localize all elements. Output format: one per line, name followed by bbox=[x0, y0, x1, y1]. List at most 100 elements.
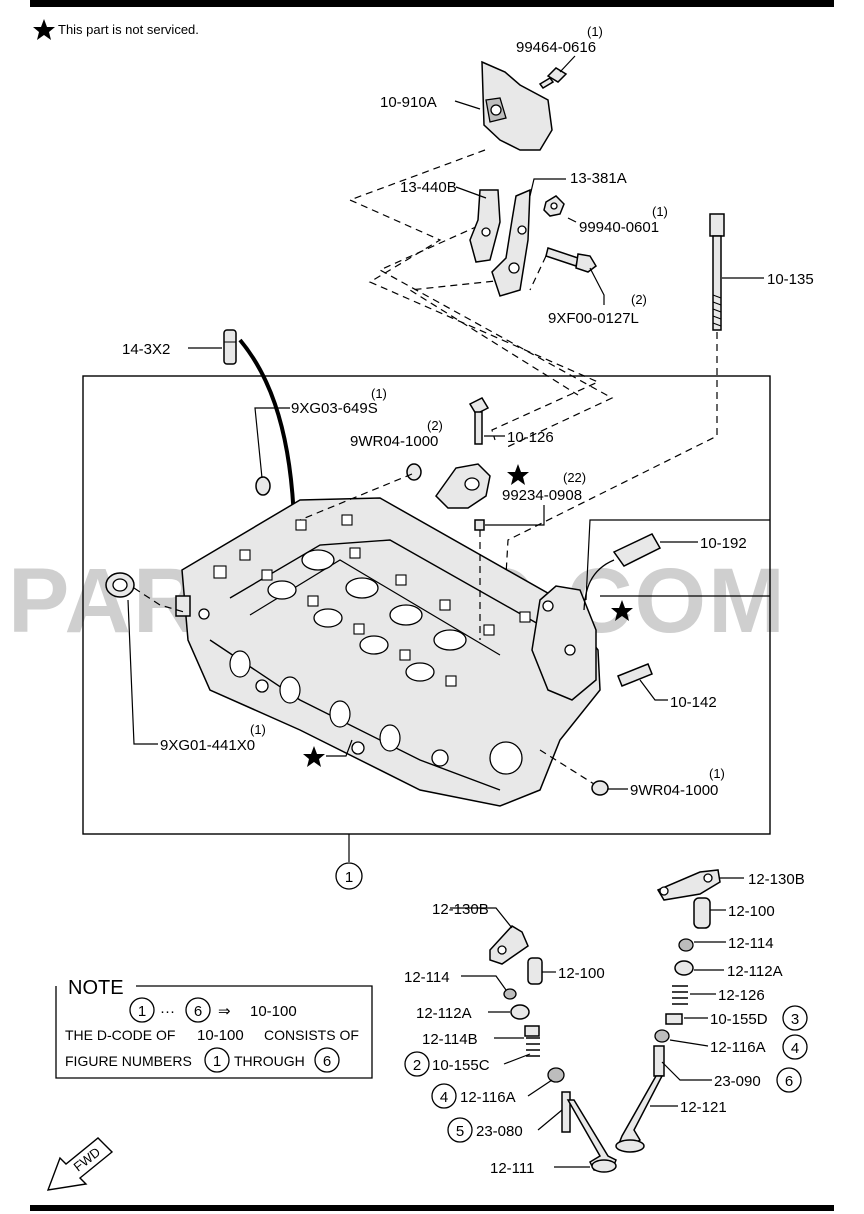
note-box: NOTE 1 ··· 6 ⇒ 10-100 THE D-CODE OF 10-1… bbox=[55, 977, 373, 1079]
note-target: 10-100 bbox=[250, 1003, 297, 1020]
callout-1 bbox=[335, 862, 363, 890]
star-icon bbox=[303, 746, 325, 767]
valve-stack-right bbox=[615, 869, 721, 1153]
callout-5 bbox=[447, 1117, 473, 1143]
label-10-910A: 10-910A bbox=[380, 94, 437, 111]
bolt-10-135 bbox=[709, 213, 725, 331]
qty-9XG01-441X0: (1) bbox=[250, 722, 266, 737]
label-right-12-121: 12-121 bbox=[680, 1099, 727, 1116]
note-line3-n6: 6 bbox=[323, 1053, 331, 1070]
cover-10-910A bbox=[481, 60, 553, 151]
label-left-12-112A: 12-112A bbox=[416, 1005, 472, 1022]
qty-99940-0601: (1) bbox=[652, 204, 668, 219]
label-right-12-100: 12-100 bbox=[728, 903, 775, 920]
label-9XG01-441X0: 9XG01-441X0 bbox=[160, 737, 255, 754]
callout-6 bbox=[776, 1067, 802, 1093]
assembly-frame bbox=[82, 375, 771, 835]
qty-99234-0908: (22) bbox=[563, 470, 586, 485]
label-right-23-090: 23-090 bbox=[714, 1073, 761, 1090]
label-right-12-114: 12-114 bbox=[728, 935, 774, 952]
qty-9XG03-649S: (1) bbox=[371, 386, 387, 401]
label-9XF00-0127L: 9XF00-0127L bbox=[548, 310, 639, 327]
fwd-arrow-icon: FWD bbox=[46, 1137, 114, 1191]
plug-9WR04-1000-top bbox=[406, 463, 422, 481]
bolt-99464-0616 bbox=[538, 67, 568, 89]
note-line2-a: THE D-CODE OF bbox=[65, 1027, 175, 1043]
callout-3-number: 3 bbox=[791, 1011, 799, 1028]
nut-99940-0601 bbox=[543, 195, 565, 217]
plug-9WR04-1000-bottom bbox=[591, 780, 609, 796]
callout-4-right-number: 4 bbox=[791, 1040, 799, 1057]
callout-2 bbox=[404, 1051, 430, 1077]
label-10-192: 10-192 bbox=[700, 535, 747, 552]
cam-cap bbox=[435, 463, 491, 509]
note-line3-b: THROUGH bbox=[234, 1053, 305, 1069]
label-10-135: 10-135 bbox=[767, 271, 814, 288]
label-10-142: 10-142 bbox=[670, 694, 717, 711]
qty-9XF00-0127L: (2) bbox=[631, 292, 647, 307]
label-left-10-155C: 10-155C bbox=[432, 1057, 490, 1074]
bottom-border bbox=[30, 1205, 834, 1211]
qty-9WR04-1000-top: (2) bbox=[427, 418, 443, 433]
note-ellipsis: ··· bbox=[160, 1003, 175, 1020]
bracket-13-440B bbox=[469, 189, 501, 263]
label-13-440B: 13-440B bbox=[400, 179, 457, 196]
label-9WR04-1000-top: 9WR04-1000 bbox=[350, 433, 438, 450]
callout-4-right bbox=[782, 1034, 808, 1060]
label-9WR04-1000-bottom: 9WR04-1000 bbox=[630, 782, 718, 799]
label-14-3X2: 14-3X2 bbox=[122, 341, 170, 358]
callout-4-left bbox=[431, 1083, 457, 1109]
callout-1-number: 1 bbox=[345, 869, 353, 886]
star-note: This part is not serviced. bbox=[33, 19, 199, 40]
seal-9XG01-441X0 bbox=[105, 572, 135, 598]
callout-6-number: 6 bbox=[785, 1073, 793, 1090]
note-title: NOTE bbox=[68, 977, 124, 999]
label-99234-0908: 99234-0908 bbox=[502, 487, 582, 504]
label-13-381A: 13-381A bbox=[570, 170, 627, 187]
label-right-12-116A: 12-116A bbox=[710, 1039, 766, 1056]
note-arrow: ⇒ bbox=[218, 1003, 231, 1020]
valve-stack-left bbox=[489, 925, 617, 1173]
bolt-9XF00-0127L bbox=[545, 247, 597, 273]
label-right-10-155D: 10-155D bbox=[710, 1011, 768, 1028]
callout-4-left-number: 4 bbox=[440, 1089, 448, 1106]
star-note-text: This part is not serviced. bbox=[58, 22, 199, 37]
star-icon bbox=[33, 19, 55, 40]
label-left-12-116A: 12-116A bbox=[460, 1089, 516, 1106]
callout-2-number: 2 bbox=[413, 1057, 421, 1074]
note-line3-n1: 1 bbox=[213, 1053, 221, 1070]
bracket-13-381A bbox=[491, 188, 531, 297]
dowel-99234-0908 bbox=[474, 519, 485, 531]
dowel-14-3X2 bbox=[223, 329, 237, 365]
qty-9WR04-1000-bottom: (1) bbox=[709, 766, 725, 781]
label-left-12-100: 12-100 bbox=[558, 965, 605, 982]
label-right-12-112A: 12-112A bbox=[727, 963, 783, 980]
note-n-last: 6 bbox=[194, 1003, 202, 1020]
label-9XG03-649S: 9XG03-649S bbox=[291, 400, 378, 417]
note-n-first: 1 bbox=[138, 1003, 146, 1020]
plug-9XG03-649S bbox=[255, 476, 271, 496]
callout-3 bbox=[782, 1005, 808, 1031]
cylinder-head bbox=[175, 497, 601, 807]
note-line2-c: CONSISTS OF bbox=[264, 1027, 359, 1043]
label-right-12-126: 12-126 bbox=[718, 987, 765, 1004]
note-line2-b: 10-100 bbox=[197, 1027, 244, 1044]
tube-10-192 bbox=[583, 533, 662, 611]
star-icon bbox=[611, 600, 633, 621]
qty-99464-0616: (1) bbox=[587, 24, 603, 39]
label-99464-0616: 99464-0616 bbox=[516, 39, 596, 56]
label-10-126: 10-126 bbox=[507, 429, 554, 446]
label-99940-0601: 99940-0601 bbox=[579, 219, 659, 236]
label-left-12-130B: 12-130B bbox=[432, 901, 489, 918]
top-border bbox=[30, 0, 834, 7]
note-line3-a: FIGURE NUMBERS bbox=[65, 1053, 192, 1069]
label-left-12-114: 12-114 bbox=[404, 969, 450, 986]
label-left-23-080: 23-080 bbox=[476, 1123, 523, 1140]
label-left-12-114B: 12-114B bbox=[422, 1031, 478, 1048]
label-left-12-111: 12-111 bbox=[490, 1160, 534, 1177]
stud-10-142 bbox=[617, 663, 653, 687]
bolt-10-126 bbox=[468, 397, 490, 445]
callout-5-number: 5 bbox=[456, 1123, 464, 1140]
label-right-12-130B: 12-130B bbox=[748, 871, 805, 888]
